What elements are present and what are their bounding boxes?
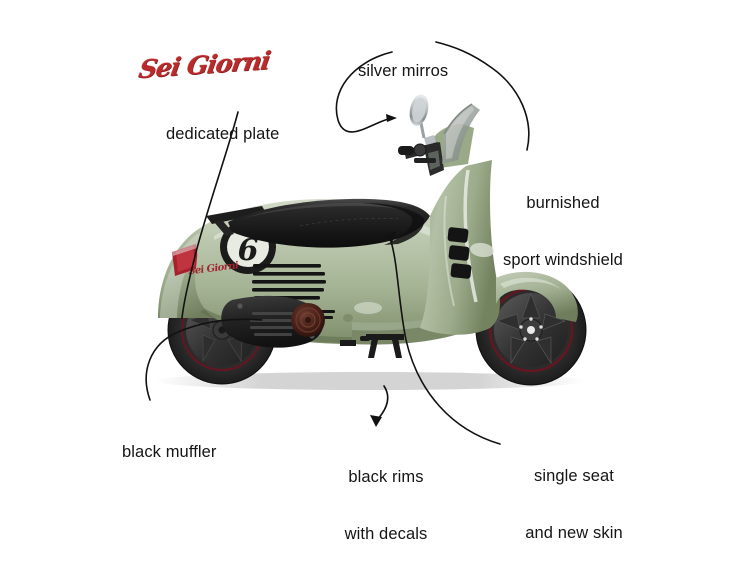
- arrowhead-mirror: [386, 114, 397, 122]
- callout-label-line: with decals: [344, 525, 428, 543]
- callout-label-line: sport windshield: [503, 251, 623, 269]
- callout-label-line: black rims: [348, 468, 424, 486]
- callout-line-silver-mirrors: [335, 51, 393, 133]
- callout-label-silver-mirrors: silver mirros: [358, 24, 448, 119]
- sei-giorni-logo: Sei Giorni: [137, 46, 279, 85]
- shield-vents: [447, 227, 472, 279]
- callout-label-line: black muffler: [122, 443, 217, 461]
- engine-hub: [291, 303, 325, 337]
- callout-label-line: and new skin: [525, 524, 623, 542]
- arrowhead-single-seat: [384, 231, 396, 243]
- callout-label-black-muffler: black muffler: [122, 405, 217, 500]
- callout-arrowheads: [370, 114, 397, 427]
- callout-line-black-muffler: [145, 318, 263, 401]
- callout-label-line: silver mirros: [358, 62, 449, 80]
- callout-label-line: burnished: [526, 194, 600, 212]
- arrowhead-black-rims: [370, 415, 382, 427]
- callout-label-line: single seat: [534, 467, 614, 485]
- mirror: [409, 94, 429, 139]
- windshield: [442, 103, 480, 164]
- callout-label-line: dedicated plate: [166, 125, 280, 143]
- handlebar: [398, 135, 440, 163]
- callout-label-dedicated-plate: dedicated plate: [166, 87, 279, 182]
- callout-label-black-rims: black rims with decals: [334, 430, 438, 582]
- callout-line-dedicated-plate: [181, 111, 239, 319]
- callout-line-single-seat: [389, 237, 501, 445]
- callout-label-burnished-sport-windshield: burnished sport windshield: [500, 156, 626, 308]
- callout-label-single-seat: single seat and new skin: [512, 429, 636, 581]
- front-fender: [496, 271, 578, 322]
- callout-line-black-rims: [376, 385, 389, 421]
- svg-text:6: 6: [238, 233, 259, 268]
- callout-lines: [145, 41, 530, 445]
- rear-rack: [206, 206, 266, 224]
- callout-line-windshield: [435, 41, 530, 151]
- scooter-illustration: 6 Sei Giorni: [155, 94, 587, 390]
- cowl-vents: [252, 264, 326, 300]
- scooter-annotation-canvas: 6 Sei Giorni: [122, 24, 626, 543]
- center-stand: [340, 334, 404, 358]
